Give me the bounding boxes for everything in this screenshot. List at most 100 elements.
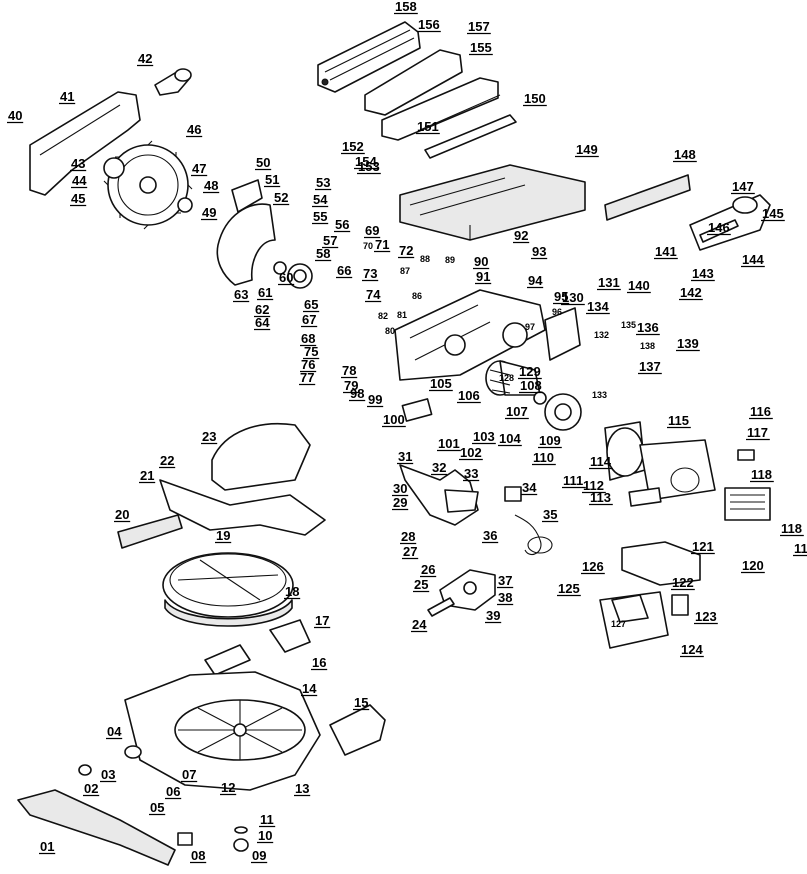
callout-number: 65	[304, 297, 318, 312]
callout-number: 138	[640, 341, 655, 351]
callout-131: 131	[597, 275, 621, 291]
callout-number: 46	[187, 122, 201, 137]
callout-number: 122	[672, 575, 694, 590]
handle-assembly	[689, 194, 771, 251]
callout-111: 111	[562, 473, 586, 489]
callout-number: 93	[532, 244, 546, 259]
callout-number: 09	[252, 848, 266, 863]
callout-147: 147	[731, 179, 755, 195]
callout-number: 56	[335, 217, 349, 232]
callout-number: 111	[563, 473, 583, 488]
callout-28: 28	[400, 529, 417, 545]
callout-number: 157	[468, 19, 490, 34]
callout-number: 96	[552, 307, 562, 317]
callout-number: 76	[301, 357, 315, 372]
blade-cover	[211, 422, 311, 491]
callout-number: 61	[258, 285, 272, 300]
callout-number: 102	[460, 445, 482, 460]
callout-number: 151	[417, 119, 439, 134]
callout-number: 13	[295, 781, 309, 796]
callout-number: 31	[398, 449, 412, 464]
callout-75: 75	[303, 344, 320, 360]
callout-128: 128	[499, 373, 514, 383]
callout-138: 138	[640, 341, 655, 351]
rubber-feet	[78, 745, 249, 852]
table-extension	[329, 704, 386, 756]
callout-40: 40	[7, 108, 24, 124]
callout-number: 152	[342, 139, 364, 154]
callout-16: 16	[311, 655, 328, 671]
callout-153: 153	[357, 159, 381, 175]
callout-number: 143	[692, 266, 714, 281]
control-box	[599, 541, 701, 649]
callout-number: 29	[393, 495, 407, 510]
callout-92: 92	[513, 228, 530, 244]
callout-number: 137	[639, 359, 661, 374]
callout-144: 144	[741, 252, 765, 268]
callout-number: 145	[762, 206, 784, 221]
callout-number: 73	[363, 266, 377, 281]
callout-27: 27	[402, 544, 419, 560]
callout-number: 27	[403, 544, 417, 559]
callout-number: 86	[412, 291, 422, 301]
callout-number: 133	[592, 390, 607, 400]
callout-90: 90	[473, 254, 490, 270]
callout-77: 77	[299, 370, 316, 386]
callout-number: 20	[115, 507, 129, 522]
callout-55: 55	[312, 209, 329, 225]
callout-number: 70	[363, 241, 373, 251]
callout-58: 58	[315, 246, 332, 262]
callout-number: 62	[255, 302, 269, 317]
upper-arm-parts	[317, 21, 586, 241]
callout-number: 123	[695, 609, 717, 624]
callout-158: 158	[394, 0, 418, 15]
callout-number: 68	[301, 331, 315, 346]
callout-number: 80	[385, 326, 395, 336]
callout-98: 98	[349, 386, 366, 402]
callout-03: 03	[100, 767, 117, 783]
callout-number: 154	[355, 154, 377, 169]
callout-62: 62	[254, 302, 271, 318]
callout-number: 36	[483, 528, 497, 543]
callout-149: 149	[575, 142, 599, 158]
callout-127: 127	[611, 619, 626, 629]
callout-number: 67	[302, 312, 316, 327]
part-drawings	[17, 21, 771, 866]
callout-105: 105	[429, 376, 453, 392]
callout-104: 104	[498, 431, 522, 447]
callout-94: 94	[527, 273, 543, 289]
callout-20: 20	[114, 507, 131, 523]
callout-25: 25	[413, 577, 430, 593]
callout-number: 110	[533, 450, 554, 465]
callout-number: 28	[401, 529, 415, 544]
callout-63: 63	[233, 287, 250, 303]
callout-number: 69	[365, 223, 379, 238]
callout-number: 88	[420, 254, 430, 264]
callout-number: 23	[202, 429, 216, 444]
callout-61: 61	[257, 285, 274, 301]
callout-30: 30	[392, 481, 409, 497]
callout-31: 31	[397, 449, 414, 465]
callout-number: 144	[742, 252, 764, 267]
callout-112: 112	[582, 478, 606, 494]
callout-number: 58	[316, 246, 330, 261]
callout-93: 93	[531, 244, 548, 260]
callout-87: 87	[400, 266, 410, 276]
callout-number: 41	[60, 89, 74, 104]
callout-56: 56	[334, 217, 351, 233]
callout-114: 114	[589, 454, 613, 470]
callout-number: 53	[316, 175, 330, 190]
callout-95: 95	[553, 289, 570, 305]
callout-19: 19	[215, 528, 232, 544]
callout-123: 123	[694, 609, 718, 625]
callout-number: 101	[438, 436, 460, 451]
callout-43: 43	[70, 156, 87, 172]
callout-133: 133	[592, 390, 607, 400]
callout-130: 130	[561, 290, 585, 306]
callout-29: 29	[392, 495, 409, 511]
callout-49: 49	[201, 205, 218, 221]
callout-number: 01	[40, 839, 54, 854]
callout-number: 38	[498, 590, 512, 605]
callout-23: 23	[201, 429, 218, 445]
callout-number: 66	[337, 263, 351, 278]
